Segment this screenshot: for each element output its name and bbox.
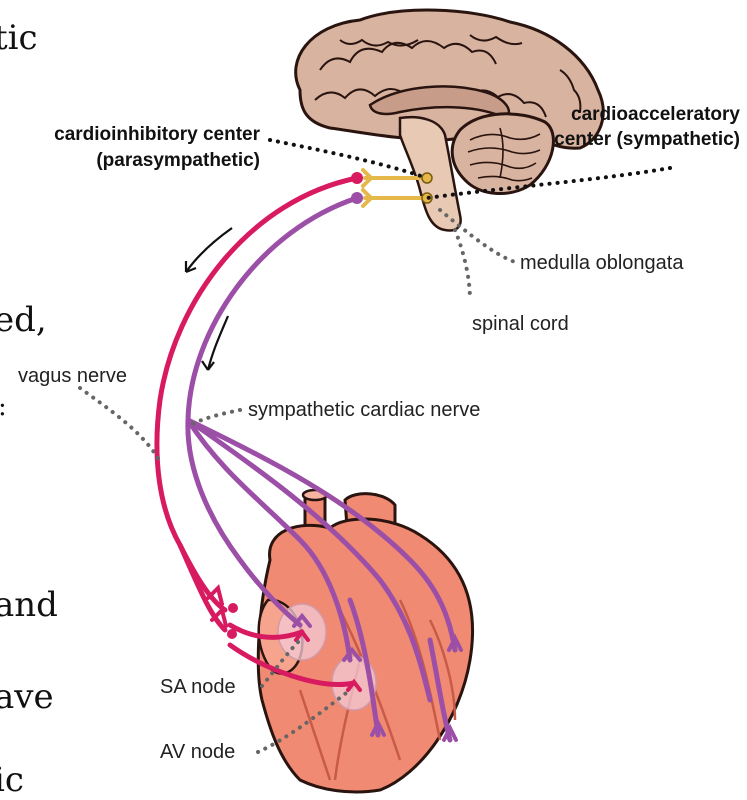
label-cardioacceleratory-line2: center (sympathetic) (554, 129, 740, 150)
label-cardioinhibitory-line1: cardioinhibitory center (54, 124, 260, 145)
vagus-origin-dot (351, 172, 363, 184)
label-cardioacceleratory-line1: cardioacceleratory (571, 104, 740, 125)
sympathetic-origin-dot (351, 192, 363, 204)
vagus-synapse-1 (228, 603, 238, 613)
margin-text-5: ave (0, 677, 54, 717)
brain-illustration (296, 10, 604, 230)
leader-sympathetic-nerve (192, 410, 240, 424)
margin-text-3: : (0, 392, 7, 422)
margin-text-2: ed, (0, 300, 47, 340)
leader-spinal-cord (455, 230, 470, 300)
label-sa-node: SA node (160, 676, 236, 698)
label-vagus-nerve: vagus nerve (18, 365, 127, 387)
margin-text-6: ic (0, 760, 24, 800)
label-av-node: AV node (160, 741, 235, 763)
heart-illustration (258, 490, 472, 792)
margin-text-4: and (0, 585, 58, 625)
label-medulla-oblongata: medulla oblongata (520, 252, 684, 274)
cerebrum (296, 10, 604, 148)
leader-vagus (80, 388, 158, 458)
label-sympathetic-cardiac-nerve: sympathetic cardiac nerve (248, 399, 480, 421)
label-spinal-cord: spinal cord (472, 313, 569, 335)
cardioinhibitory-nucleus (422, 173, 432, 183)
label-cardioinhibitory-line2: (parasympathetic) (96, 150, 260, 171)
direction-arrow-vagus (186, 228, 232, 272)
margin-text-1: tic (0, 18, 38, 58)
vagus-synapse-2 (227, 629, 237, 639)
